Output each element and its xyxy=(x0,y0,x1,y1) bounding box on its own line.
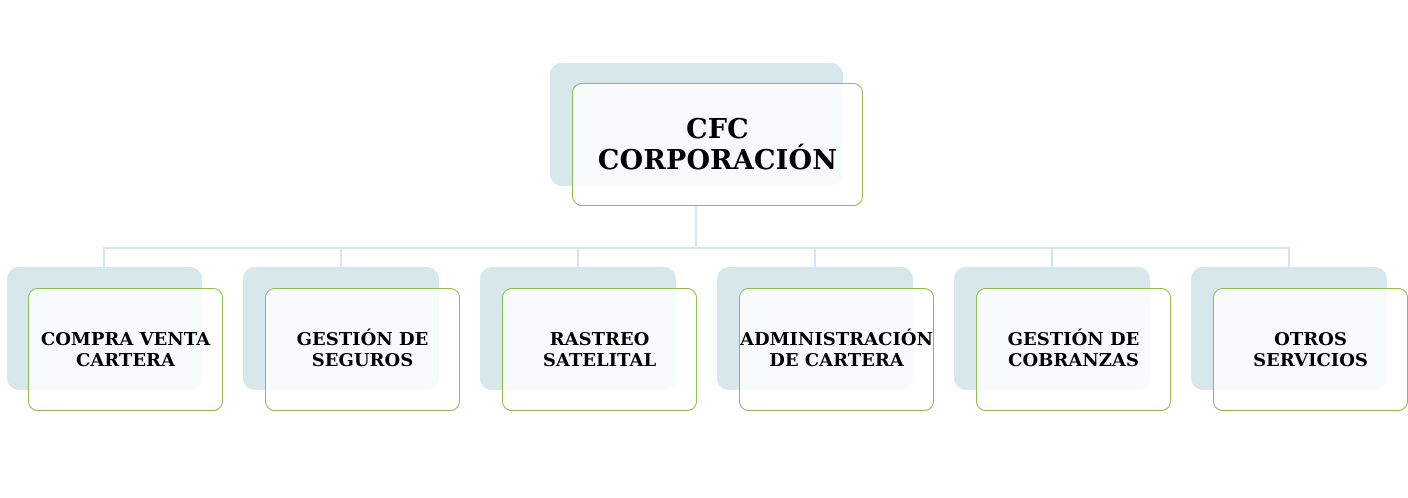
child-node-box: ADMINISTRACIÓN DE CARTERA xyxy=(739,288,934,411)
horizontal-connector xyxy=(104,247,1290,249)
child-node-box: OTROS SERVICIOS xyxy=(1213,288,1408,411)
child-node-box: COMPRA VENTA CARTERA xyxy=(28,288,223,411)
child-node-box: RASTREO SATELITAL xyxy=(502,288,697,411)
child-node-box: GESTIÓN DE COBRANZAS xyxy=(976,288,1171,411)
child-connector xyxy=(1288,247,1290,267)
child-node-label: ADMINISTRACIÓN DE CARTERA xyxy=(740,328,933,371)
child-node-box: GESTIÓN DE SEGUROS xyxy=(265,288,460,411)
child-node-label: COMPRA VENTA CARTERA xyxy=(40,328,211,371)
root-connector xyxy=(695,206,697,249)
child-connector xyxy=(103,247,105,267)
root-node-label: CFC CORPORACIÓN xyxy=(597,113,838,176)
child-connector xyxy=(1051,247,1053,267)
child-connector xyxy=(340,247,342,267)
child-connector xyxy=(577,247,579,267)
root-node-box: CFC CORPORACIÓN xyxy=(572,83,863,206)
child-node-label: OTROS SERVICIOS xyxy=(1253,328,1368,371)
child-node-label: RASTREO SATELITAL xyxy=(542,328,657,371)
child-connector xyxy=(814,247,816,267)
child-node-label: GESTIÓN DE SEGUROS xyxy=(296,328,429,371)
child-node-label: GESTIÓN DE COBRANZAS xyxy=(1007,328,1140,371)
